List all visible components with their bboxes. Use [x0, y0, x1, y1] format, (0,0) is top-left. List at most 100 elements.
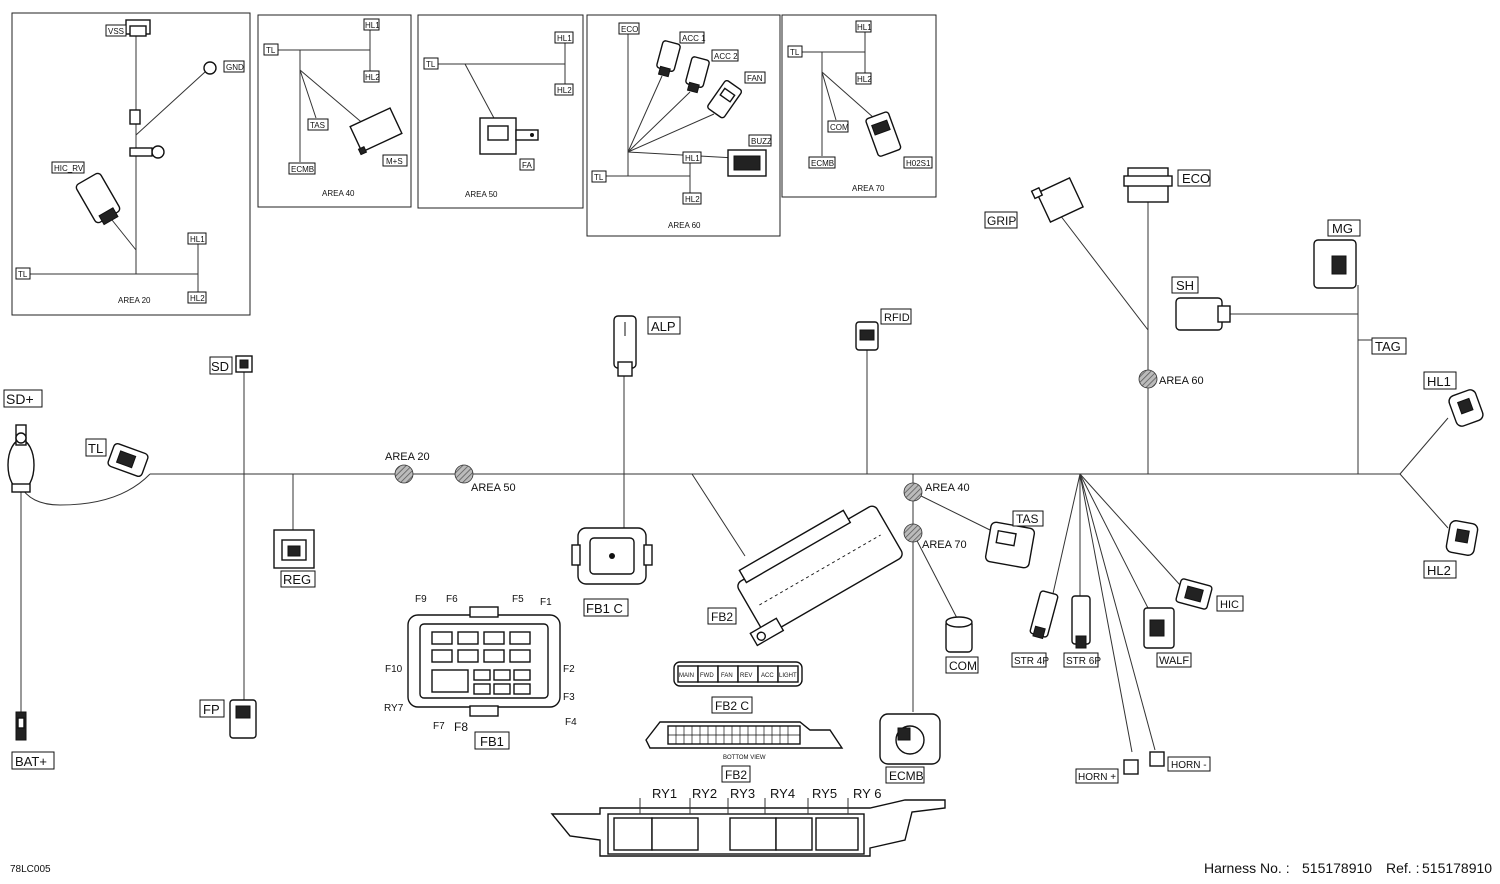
fuse-label: F10 [385, 664, 403, 675]
fb2c-cell: MAIN [679, 673, 694, 679]
label-ecmb: ECMB [889, 769, 924, 783]
area-60-marker-icon[interactable] [1138, 369, 1158, 389]
label-hl1: HL1 [857, 23, 872, 32]
fb2c-cell: ACC [761, 673, 774, 679]
label-str-6p: STR 6P [1066, 656, 1101, 667]
reg-connector-icon[interactable] [273, 529, 315, 569]
area-label: AREA 20 [385, 451, 430, 463]
fb2-bottom-connector[interactable]: BOTTOM VIEW FB2 [645, 721, 844, 783]
ecmb-connector-icon[interactable] [879, 713, 941, 765]
str-4p-connector-icon[interactable] [1029, 590, 1059, 640]
label-h02s1: H02S1 [906, 159, 931, 168]
grip-connector-icon[interactable] [1030, 174, 1085, 224]
fb2c-cell: FAN [721, 673, 733, 679]
fb2c-strip[interactable]: MAIN FWD FAN REV ACC LIGHT FB2 C [673, 661, 803, 714]
eco-connector-icon[interactable] [1123, 167, 1173, 203]
bottom-view-caption: BOTTOM VIEW [723, 755, 766, 761]
area-40-marker-icon[interactable] [903, 482, 923, 502]
horn-connectors-icon[interactable] [1123, 751, 1165, 775]
label-eco: ECO [621, 25, 638, 34]
main-harness [19, 202, 1449, 753]
walf-connector-icon[interactable] [1143, 607, 1175, 649]
fuse-label: F3 [563, 692, 575, 703]
label-acc1: ACC 1 [682, 34, 706, 43]
label-fa: FA [522, 161, 532, 170]
inset-title: AREA 50 [465, 190, 498, 199]
label-tas: TAS [1016, 512, 1038, 526]
label-ecmb: ECMB [811, 159, 834, 168]
label-hl2: HL2 [190, 294, 205, 303]
relay-label: RY4 [770, 786, 795, 801]
label-reg: REG [283, 572, 311, 587]
area-50-marker-icon[interactable] [454, 464, 474, 484]
tas-connector-icon[interactable] [984, 521, 1036, 569]
label-hl2: HL2 [857, 75, 872, 84]
hic-connector-icon[interactable] [1175, 578, 1213, 610]
fb1-fuse-box[interactable]: F9 F6 F5 F1 F10 F2 F3 F4 RY7 F7 F8 FB1 [384, 594, 577, 750]
label-hic: HIC [1220, 599, 1239, 611]
hl2-connector-icon[interactable] [1445, 520, 1479, 556]
fp-connector-icon[interactable] [229, 699, 257, 739]
fuse-label: F6 [446, 594, 458, 605]
label-fb1: FB1 [480, 734, 504, 749]
acc1-connector-icon [656, 40, 681, 78]
fb2-module-icon[interactable] [720, 495, 906, 647]
inset-title: AREA 60 [668, 221, 701, 230]
label-sd: SD [211, 359, 229, 374]
alp-connector-icon[interactable] [613, 315, 637, 377]
fuse-label: F9 [415, 594, 427, 605]
label-hl1: HL1 [190, 235, 205, 244]
mg-connector-icon[interactable] [1313, 239, 1357, 289]
bat-plus-terminal-icon[interactable] [15, 711, 27, 741]
label-walf: WALF [1159, 655, 1189, 667]
inset-area-60: ECO ACC 1 ACC 2 FAN BUZZ HL1 TL HL2 AREA… [586, 14, 781, 237]
sd-plus-terminal-icon[interactable] [7, 424, 35, 493]
h02s1-connector-icon [865, 111, 902, 157]
label-fb1c: FB1 C [586, 601, 623, 616]
fuse-label: F5 [512, 594, 524, 605]
area-markers: AREA 20 AREA 50 AREA 40 AREA 70 AREA 60 [385, 369, 1204, 551]
str-6p-connector-icon[interactable] [1071, 595, 1091, 649]
buzz-connector-icon [727, 149, 767, 177]
ref-label: Ref. : [1386, 860, 1420, 876]
label-tag: TAG [1375, 339, 1401, 354]
relay-label: RY3 [730, 786, 755, 801]
fuse-label: F7 [433, 721, 445, 732]
label-tl: TL [790, 48, 800, 57]
area-70-marker-icon[interactable] [903, 523, 923, 543]
relay-box[interactable]: RY1 RY2 RY3 RY4 RY5 RY 6 [550, 786, 946, 857]
sh-connector-icon[interactable] [1175, 297, 1231, 331]
harness-number: 515178910 [1302, 860, 1373, 876]
label-grip: GRIP [987, 214, 1016, 228]
fuse-label: F2 [563, 664, 575, 675]
sd-connector-icon[interactable] [235, 355, 253, 373]
inset-title: AREA 20 [118, 296, 151, 305]
fan-connector-icon [707, 79, 743, 119]
fb1c-connector-icon[interactable] [571, 527, 653, 585]
inset-area-40: HL1 TL HL2 TAS ECMB M+S AREA 40 [257, 14, 412, 208]
fuse-label: F8 [454, 720, 468, 734]
label-hl1: HL1 [557, 34, 572, 43]
com-connector-icon[interactable] [945, 616, 973, 653]
label-fb2-bottom: FB2 [725, 768, 747, 782]
fb2c-cell: LIGHT [779, 673, 797, 679]
inset-title: AREA 70 [852, 184, 885, 193]
label-com: COM [830, 123, 849, 132]
rfid-connector-icon[interactable] [855, 321, 879, 351]
label-gnd: GND [226, 63, 244, 72]
label-fb2c: FB2 C [715, 699, 749, 713]
label-sh: SH [1176, 278, 1194, 293]
ms-connector-icon [349, 107, 403, 156]
tl-connector-icon[interactable] [107, 442, 149, 478]
label-tl: TL [594, 173, 604, 182]
inset-area-70: HL1 TL HL2 COM ECMB H02S1 AREA 70 [781, 14, 937, 198]
label-ecmb: ECMB [291, 165, 314, 174]
hl1-connector-icon[interactable] [1447, 388, 1484, 428]
label-hl1: HL1 [1427, 374, 1451, 389]
label-mg: MG [1332, 221, 1353, 236]
area-20-marker-icon[interactable] [394, 464, 414, 484]
label-sd-plus: SD+ [6, 391, 34, 407]
area-label: AREA 40 [925, 482, 970, 494]
hic-rv-connector-icon [75, 172, 121, 226]
